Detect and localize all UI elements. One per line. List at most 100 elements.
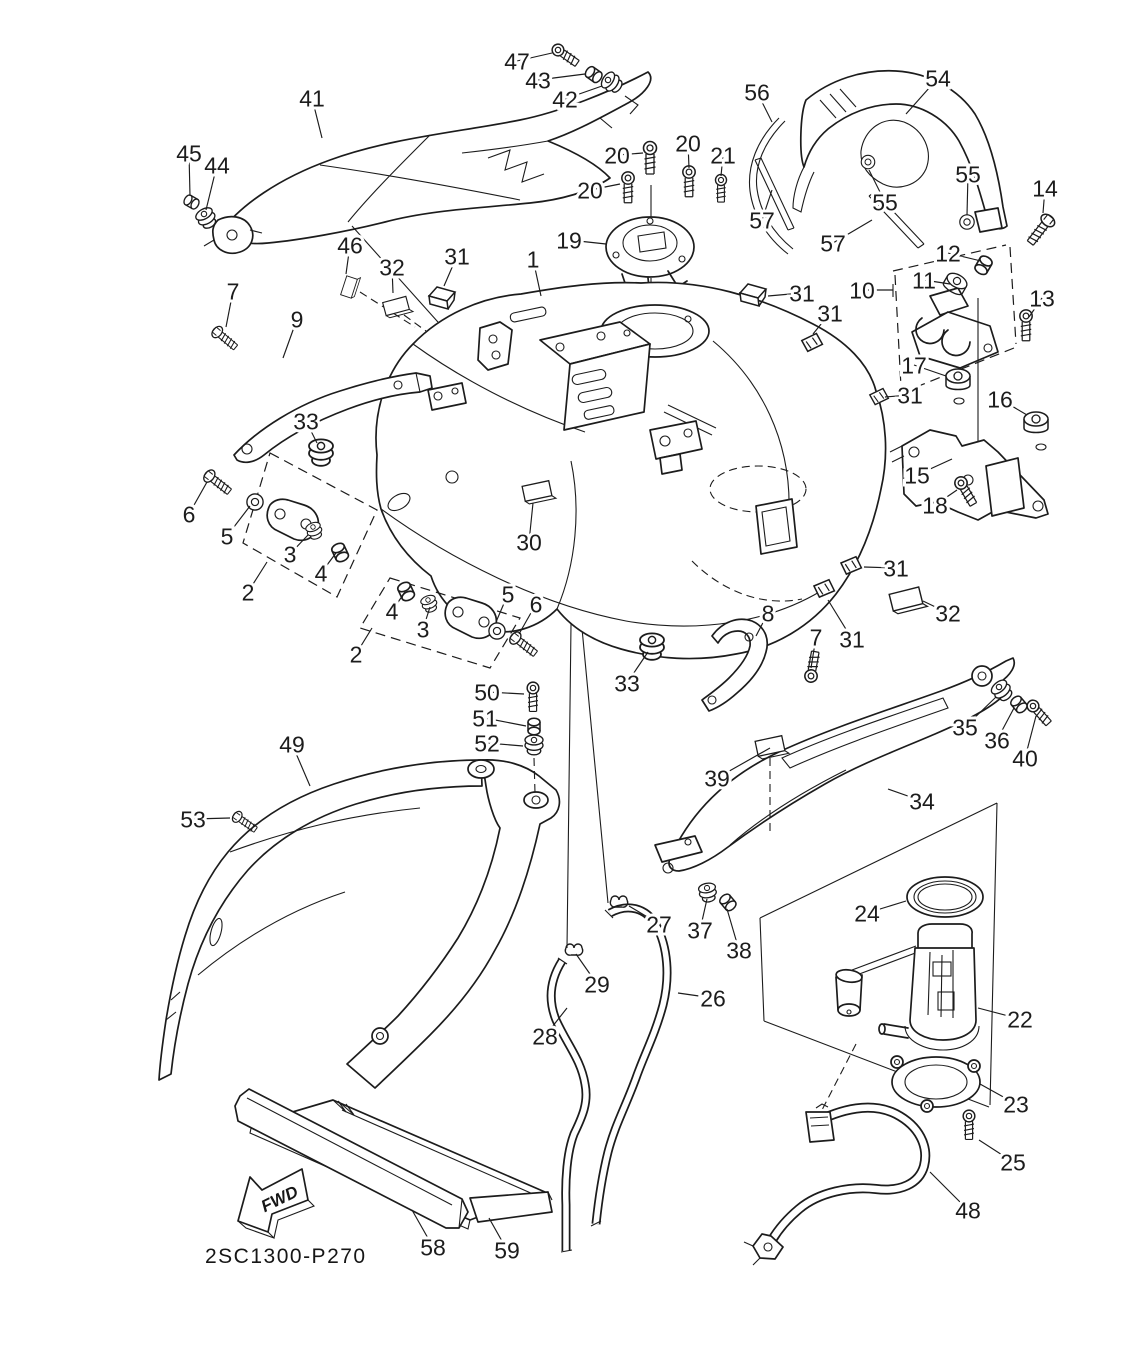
callout-leader-7 (225, 290, 234, 328)
callout-1: 1 (527, 246, 540, 272)
callout-52: 52 (474, 730, 500, 756)
side-cover-right-34 (654, 657, 1054, 914)
callout-11: 11 (912, 267, 936, 293)
breather-hoses (546, 895, 672, 1253)
callout-55: 55 (955, 161, 981, 187)
callout-leader-18 (934, 489, 958, 506)
callout-15: 15 (904, 462, 930, 488)
callout-leader-51 (484, 717, 527, 727)
callout-leader-34 (887, 788, 923, 802)
callout-10: 10 (849, 277, 875, 303)
callout-16: 16 (987, 386, 1013, 412)
callout-leader-29 (575, 953, 598, 985)
callout-58: 58 (420, 1234, 446, 1260)
callout-leader-31 (443, 255, 458, 287)
callout-46: 46 (337, 232, 363, 258)
callout-26: 26 (700, 985, 726, 1011)
callout-leader-6 (518, 603, 537, 635)
under-cover-49 (158, 681, 561, 1089)
callout-34: 34 (909, 788, 935, 814)
trim-strips-56-57 (748, 117, 925, 255)
fuel-pump-region-lines (759, 802, 998, 1111)
callout-24: 24 (854, 900, 880, 926)
callout-5: 5 (221, 523, 234, 549)
callout-leader-2 (247, 561, 268, 593)
callout-21: 21 (710, 142, 736, 168)
callout-leader-2 (355, 627, 373, 655)
callout-leader-52 (486, 742, 524, 747)
callout-leader-17 (913, 364, 947, 377)
callout-56: 56 (744, 79, 770, 105)
callout-leader-57 (761, 189, 773, 221)
callout-31: 31 (897, 382, 923, 408)
callout-14: 14 (1032, 175, 1058, 201)
callout-41: 41 (299, 85, 325, 111)
callout-leader-11 (923, 279, 951, 285)
callout-leader-6 (188, 481, 208, 515)
callout-leader-28 (544, 1007, 568, 1037)
rear-cover-54 (792, 69, 1008, 233)
callout-50: 50 (474, 679, 500, 705)
callout-35: 35 (952, 714, 978, 740)
callout-leader-16 (999, 398, 1028, 416)
callout-49: 49 (279, 731, 305, 757)
callout-leader-42 (564, 85, 603, 100)
callout-leader-31 (884, 394, 911, 398)
callout-leader-37 (699, 898, 708, 931)
callout-5: 5 (502, 581, 515, 607)
callout-leader-32 (391, 266, 394, 294)
callout-6: 6 (183, 501, 196, 527)
callout-31: 31 (839, 626, 865, 652)
callout-leader-26 (677, 992, 714, 999)
callout-leader-31 (767, 292, 803, 297)
callout-leader-31 (863, 566, 897, 569)
callout-2: 2 (350, 641, 363, 667)
callout-45: 45 (176, 140, 202, 166)
callout-31: 31 (883, 555, 909, 581)
callout-leader-30 (528, 502, 534, 543)
callout-leader-48 (929, 1171, 969, 1211)
callout-13: 13 (1029, 285, 1055, 311)
callout-leader-15 (916, 458, 953, 476)
callout-9: 9 (291, 306, 304, 332)
hinge-bracket-group-10 (892, 210, 1058, 392)
callout-12: 12 (935, 240, 961, 266)
callout-55: 55 (872, 189, 898, 215)
callout-leader-50 (486, 691, 525, 695)
callout-22: 22 (1007, 1006, 1033, 1032)
callout-leader-54 (905, 77, 939, 115)
callout-6: 6 (530, 591, 543, 617)
front-stay-9 (209, 323, 433, 464)
callout-leader-38 (726, 908, 740, 951)
callout-54: 54 (925, 65, 951, 91)
callout-31: 31 (789, 280, 815, 306)
fwd-arrow: FWD (237, 1168, 315, 1240)
callout-leader-45 (188, 152, 191, 197)
rear-stay-8 (701, 618, 823, 712)
callout-20: 20 (675, 130, 701, 156)
callout-4: 4 (315, 560, 328, 586)
callout-4: 4 (386, 598, 399, 624)
callout-leader-3 (289, 534, 309, 555)
callout-7: 7 (227, 278, 240, 304)
heat-shields-58-59 (234, 1088, 553, 1230)
callout-leader-56 (756, 91, 773, 123)
callout-leader-25 (978, 1139, 1014, 1163)
callout-3: 3 (284, 541, 297, 567)
callout-27: 27 (646, 911, 672, 937)
side-cover-left-41 (219, 71, 652, 245)
callout-leader-53 (192, 817, 231, 820)
callout-31: 31 (817, 300, 843, 326)
fuel-tank-1 (375, 281, 887, 660)
callout-leader-24 (866, 900, 907, 914)
callout-23: 23 (1003, 1091, 1029, 1117)
callout-leader-40 (1024, 715, 1037, 759)
callout-leader-14 (1042, 187, 1046, 214)
callout-leader-20 (589, 183, 621, 191)
callout-leader-31 (827, 599, 853, 640)
callout-33: 33 (293, 408, 319, 434)
callout-leader-20 (616, 152, 644, 156)
callout-leader-41 (311, 97, 323, 139)
callout-17: 17 (901, 352, 927, 378)
